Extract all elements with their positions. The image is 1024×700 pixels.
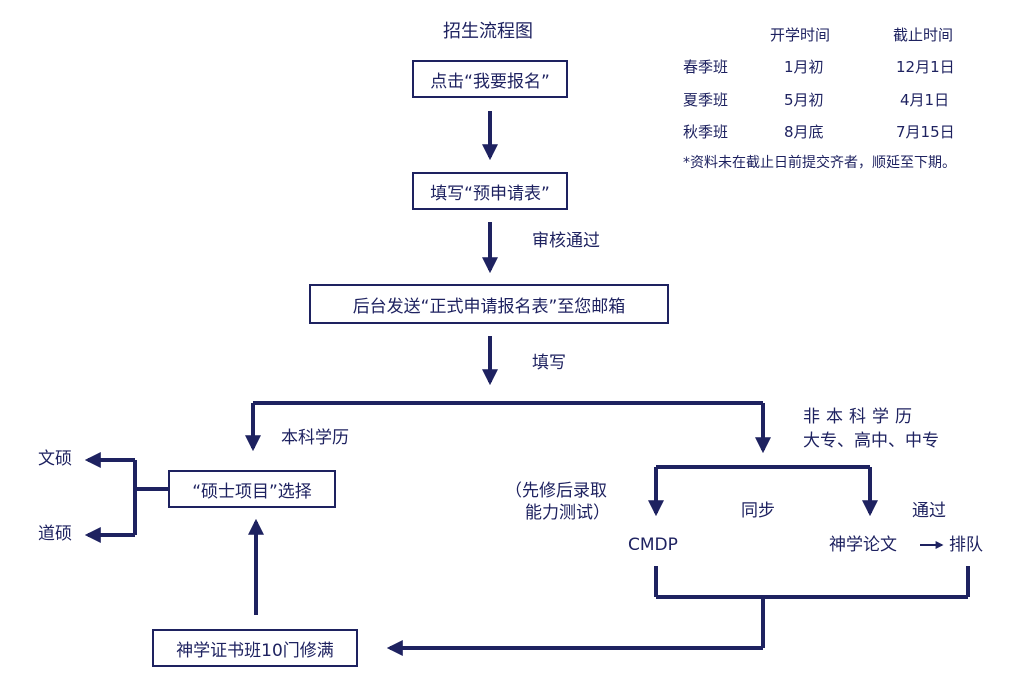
prerequisite-note-line2: 能力测试） [525, 503, 610, 523]
option-daoshuo: 道硕 [38, 524, 72, 544]
row-deadline: 12月1日 [896, 58, 955, 76]
pass-label: 通过 [912, 501, 946, 521]
row-term: 夏季班 [683, 91, 729, 109]
step1-box: 点击“我要报名” [412, 60, 568, 98]
queue-label: 排队 [949, 535, 983, 555]
schedule-footnote: *资料未在截止日前提交齐者，顺延至下期。 [683, 155, 956, 171]
row-term: 春季班 [683, 58, 729, 76]
sync-label: 同步 [741, 501, 775, 521]
certificate-box: 神学证书班10门修满 [152, 629, 358, 667]
non-bachelor-label: 非本科学历 [803, 407, 918, 427]
step3-box: 后台发送“正式申请报名表”至您邮箱 [309, 284, 669, 324]
row-deadline: 7月15日 [896, 123, 955, 141]
col-header-deadline: 截止时间 [893, 26, 954, 44]
bachelor-label: 本科学历 [281, 428, 349, 448]
row-deadline: 4月1日 [900, 91, 950, 109]
row-term: 秋季班 [683, 123, 729, 141]
prerequisite-note-line1: （先修后录取 [505, 481, 607, 501]
step3-note: 填写 [532, 353, 566, 373]
thesis-label: 神学论文 [829, 535, 897, 555]
row-start: 1月初 [784, 58, 824, 76]
col-header-start: 开学时间 [770, 26, 831, 44]
diagram-title: 招生流程图 [443, 21, 533, 42]
step2-note: 审核通过 [532, 231, 600, 251]
non-bachelor-sublabel: 大专、高中、中专 [803, 431, 939, 451]
row-start: 8月底 [784, 123, 824, 141]
step2-box: 填写“预申请表” [412, 172, 568, 210]
row-start: 5月初 [784, 91, 824, 109]
master-program-box: “硕士项目”选择 [168, 470, 336, 508]
cmdp-label: CMDP [628, 535, 678, 555]
option-wenshuo: 文硕 [38, 449, 72, 469]
